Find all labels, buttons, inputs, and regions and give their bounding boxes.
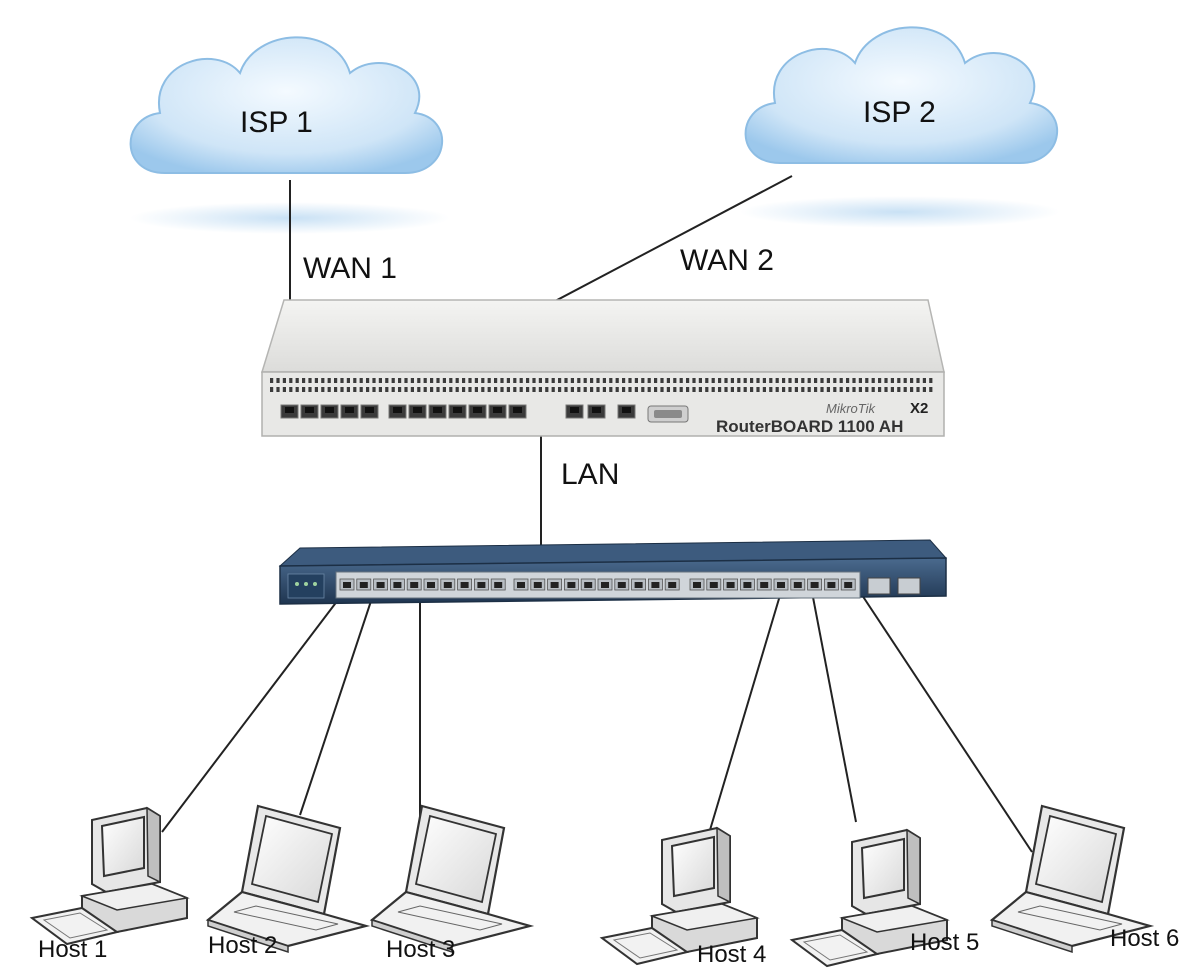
host-2-laptop-icon[interactable] [206, 804, 368, 954]
router-vent-grill [270, 378, 933, 392]
host2-link [299, 591, 375, 816]
wan2-label: WAN 2 [680, 244, 774, 277]
mikrotik-router[interactable]: MikroTik X2 RouterBOARD 1100 AH [260, 299, 945, 437]
host-3-laptop-icon[interactable] [370, 804, 532, 954]
host-4-label: Host 4 [697, 941, 767, 968]
host-5-label: Host 5 [910, 929, 980, 956]
router-model: RouterBOARD 1100 AH [716, 417, 903, 436]
network-switch[interactable] [278, 539, 948, 605]
switch-led-panel [287, 573, 325, 599]
isp2-label: ISP 2 [863, 96, 936, 129]
switch-uplink-ports [867, 577, 921, 595]
isp1-label: ISP 1 [240, 106, 313, 139]
host6-link [859, 591, 1033, 853]
host-2-label: Host 2 [208, 932, 278, 959]
host1-link [161, 591, 345, 833]
wan1-label: WAN 1 [303, 252, 397, 285]
host-3-label: Host 3 [386, 936, 456, 963]
connection-lines [161, 175, 1033, 853]
lan-label: LAN [561, 458, 620, 491]
host-6-label: Host 6 [1110, 925, 1180, 952]
isp2-cloud-shadow [740, 196, 1060, 228]
host5-link [811, 591, 857, 823]
router-ports-group1 [280, 404, 527, 419]
router-ports-group2 [565, 404, 636, 419]
router-console-port [647, 405, 689, 423]
host-1-label: Host 1 [38, 936, 108, 963]
router-brand: MikroTik [826, 401, 876, 416]
router-model-suffix: X2 [910, 400, 928, 417]
host4-link [709, 591, 782, 831]
